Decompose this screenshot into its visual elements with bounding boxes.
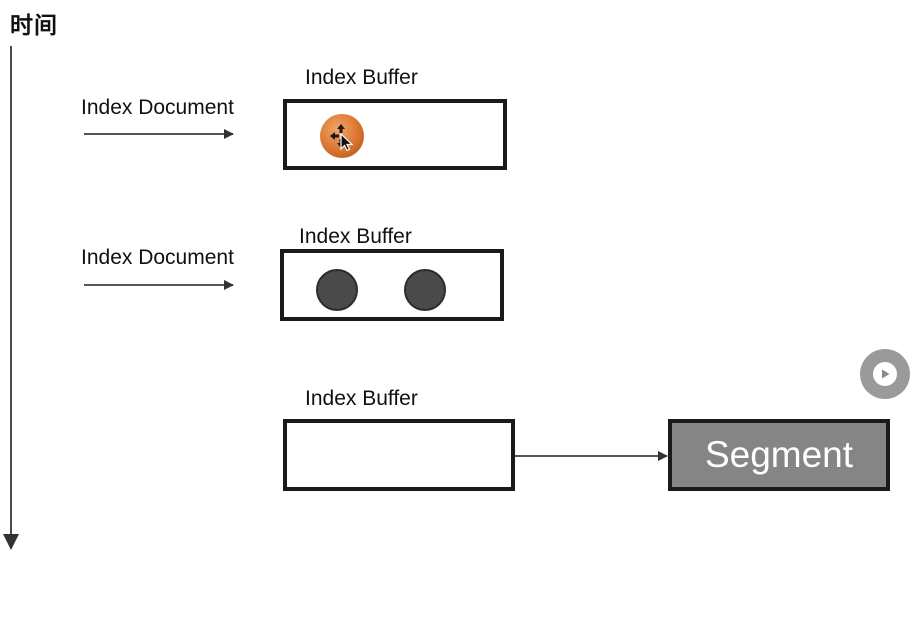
cursor-glyph	[330, 124, 354, 151]
index-buffer-2	[280, 249, 504, 321]
document-dot	[404, 269, 446, 311]
segment-label: Segment	[704, 434, 854, 475]
play-button[interactable]	[860, 349, 910, 399]
index-buffer-label-1: Index Buffer	[305, 66, 418, 89]
index-document-label-1: Index Document	[81, 96, 234, 119]
time-axis-label: 时间	[10, 13, 58, 39]
index-buffer-1	[283, 99, 507, 170]
index-buffer-label-3: Index Buffer	[305, 387, 418, 410]
time-axis-arrowhead	[3, 534, 19, 550]
segment-box: Segment	[668, 419, 890, 491]
index-document-label-2: Index Document	[81, 246, 234, 269]
play-icon	[873, 362, 897, 386]
document-dot	[316, 269, 358, 311]
index-buffer-3	[283, 419, 515, 491]
index-buffer-label-2: Index Buffer	[299, 225, 412, 248]
move-cursor-icon	[320, 114, 364, 158]
